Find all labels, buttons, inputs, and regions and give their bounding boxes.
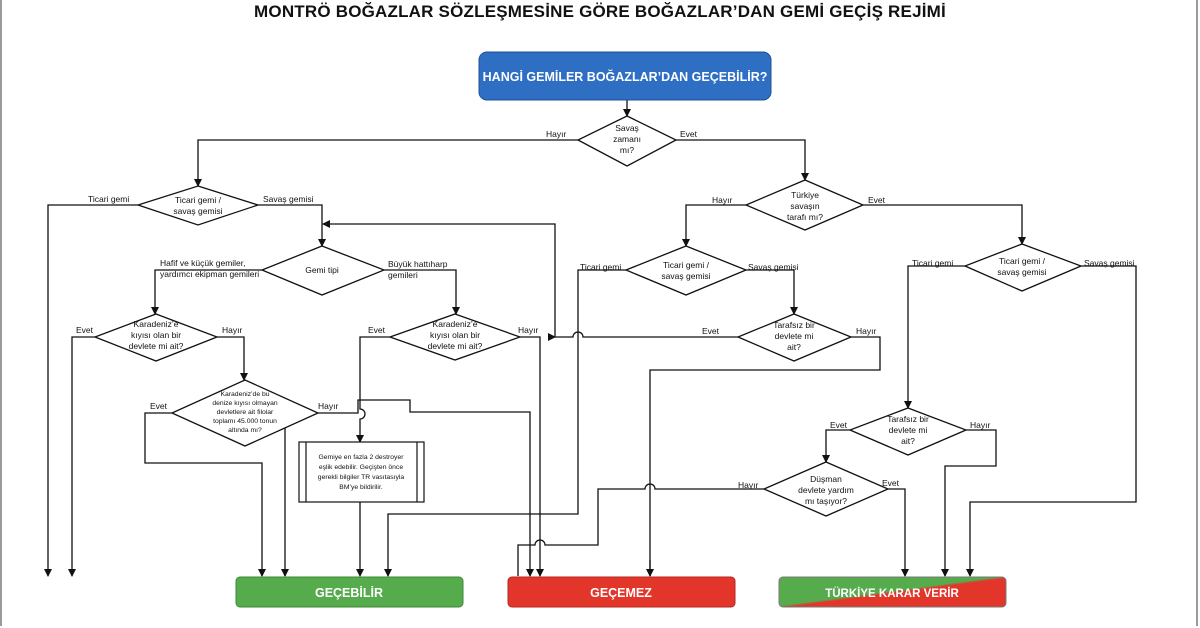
- label-light-ships-2: yardımcı ekipman gemileri: [160, 269, 259, 279]
- label-coastal-big-yes: Evet: [368, 325, 386, 335]
- enemy-help-line-3: mı taşıyor?: [805, 496, 847, 506]
- coastal-small-line-1: Karadeniz’e: [134, 319, 179, 329]
- label-mid-warship: Savaş gemisi: [748, 262, 799, 272]
- turkey-party-line-1: Türkiye: [791, 190, 819, 200]
- decision-mid-ship-type: Ticari gemi / savaş gemisi: [624, 245, 748, 296]
- decision-right-ship-type: Ticari gemi / savaş gemisi: [963, 243, 1083, 292]
- outcome-fail: GEÇEMEZ: [507, 576, 736, 608]
- label-tonnage-yes: Evet: [150, 401, 168, 411]
- label-neutral-2-no: Hayır: [970, 420, 990, 430]
- decision-turkey-party: Türkiye savaşın tarafı mı?: [744, 179, 865, 231]
- page-title: MONTRÖ BOĞAZLAR SÖZLEŞMESİNE GÖRE BOĞAZL…: [254, 2, 946, 21]
- label-turkey-no: Hayır: [712, 195, 732, 205]
- war-time-line-2: zamanı: [613, 134, 641, 144]
- connectors: [44, 100, 1137, 577]
- coastal-big-line-2: kıyısı olan bir: [430, 330, 480, 340]
- note-line-4: BM’ye bildirilir.: [339, 484, 383, 491]
- escort-note-box: Gemiye en fazla 2 destroyer eşlik edebil…: [298, 441, 425, 503]
- label-big-ships-2: gemileri: [388, 270, 418, 280]
- decision-enemy-help: Düşman devlete yardım mı taşıyor?: [762, 461, 890, 517]
- tonnage-line-1: Karadeniz’de bu: [220, 391, 269, 398]
- mid-ship-type-line-1: Ticari gemi /: [663, 260, 710, 270]
- neutral-1-line-3: ait?: [787, 342, 801, 352]
- label-tonnage-no: Hayır: [318, 401, 338, 411]
- coastal-big-line-3: devlete mi ait?: [428, 341, 483, 351]
- tonnage-line-3: devletlere ait filolar: [217, 409, 274, 416]
- label-enemy-no: Hayır: [738, 480, 758, 490]
- decision-left-ship-type: Ticari gemi / savaş gemisi: [135, 185, 261, 226]
- tonnage-line-4: toplamı 45.000 tonun: [213, 418, 277, 425]
- label-coastal-small-yes: Evet: [76, 325, 94, 335]
- outcome-pass: GEÇEBİLİR: [235, 576, 464, 608]
- start-text: HANGİ GEMİLER BOĞAZLAR’DAN GEÇEBİLİR?: [483, 69, 768, 84]
- ship-class-text: Gemi tipi: [305, 265, 339, 275]
- war-time-line-3: mı?: [620, 145, 634, 155]
- decision-ship-class: Gemi tipi: [260, 245, 386, 296]
- label-coastal-small-no: Hayır: [222, 325, 242, 335]
- label-enemy-yes: Evet: [882, 478, 900, 488]
- outcome-fail-text: GEÇEMEZ: [590, 586, 652, 600]
- tonnage-line-2: denize kıyısı olmayan: [212, 400, 278, 407]
- outcome-pass-text: GEÇEBİLİR: [315, 585, 383, 600]
- decision-coastal-big: Karadeniz’e kıyısı olan bir devlete mi a…: [388, 313, 522, 361]
- neutral-2-line-2: devlete mi: [889, 425, 928, 435]
- label-left-merchant: Ticari gemi: [88, 194, 129, 204]
- label-war-yes: Evet: [680, 129, 698, 139]
- right-ship-type-line-1: Ticari gemi /: [999, 256, 1046, 266]
- start-box: HANGİ GEMİLER BOĞAZLAR’DAN GEÇEBİLİR?: [478, 51, 772, 101]
- right-ship-type-line-2: savaş gemisi: [997, 267, 1046, 277]
- label-right-warship: Savaş gemisi: [1084, 258, 1135, 268]
- neutral-2-line-1: Tarafsız bir: [887, 414, 929, 424]
- edge-labels: Hayır Evet Ticari gemi Savaş gemisi Hayı…: [76, 129, 1135, 490]
- left-ship-type-line-1: Ticari gemi /: [175, 195, 222, 205]
- label-turkey-yes: Evet: [868, 195, 886, 205]
- enemy-help-line-2: devlete yardım: [798, 485, 854, 495]
- decision-coastal-small: Karadeniz’e kıyısı olan bir devlete mi a…: [93, 313, 219, 362]
- turkey-party-line-3: tarafı mı?: [787, 212, 823, 222]
- note-line-2: eşlik edebilir. Geçişten önce: [319, 464, 403, 471]
- outcome-decide-text: TÜRKİYE KARAR VERİR: [825, 587, 959, 600]
- label-light-ships-1: Hafif ve küçük gemiler,: [160, 258, 246, 268]
- coastal-big-line-1: Karadeniz’e: [433, 319, 478, 329]
- enemy-help-line-1: Düşman: [810, 474, 842, 484]
- label-war-no: Hayır: [546, 129, 566, 139]
- decision-tonnage: Karadeniz’de bu denize kıyısı olmayan de…: [170, 379, 320, 447]
- war-time-line-1: Savaş: [615, 123, 639, 133]
- coastal-small-line-3: devlete mi ait?: [129, 341, 184, 351]
- tonnage-line-5: altında mı?: [228, 427, 262, 434]
- decision-neutral-1: Tarafsız bir devlete mi ait?: [736, 313, 853, 362]
- left-ship-type-line-2: savaş gemisi: [173, 206, 222, 216]
- label-neutral-1-no: Hayır: [856, 326, 876, 336]
- label-big-ships-1: Büyük hattıharp: [388, 259, 448, 269]
- note-line-3: gerekli bilgiler TR vasıtasıyla: [318, 474, 405, 481]
- label-right-merchant: Ticari gemi: [912, 258, 953, 268]
- label-neutral-1-yes: Evet: [702, 326, 720, 336]
- turkey-party-line-2: savaşın: [790, 201, 820, 211]
- mid-ship-type-line-2: savaş gemisi: [661, 271, 710, 281]
- label-neutral-2-yes: Evet: [830, 420, 848, 430]
- neutral-1-line-1: Tarafsız bir: [773, 320, 815, 330]
- neutral-2-line-3: ait?: [901, 436, 915, 446]
- note-line-1: Gemiye en fazla 2 destroyer: [318, 454, 404, 461]
- outcome-decide: TÜRKİYE KARAR VERİR: [778, 576, 1007, 608]
- decision-neutral-2: Tarafsız bir devlete mi ait?: [848, 407, 968, 456]
- neutral-1-line-2: devlete mi: [775, 331, 814, 341]
- decision-war-time: Savaş zamanı mı?: [576, 115, 678, 167]
- label-left-warship: Savaş gemisi: [263, 194, 314, 204]
- label-coastal-big-no: Hayır: [518, 325, 538, 335]
- coastal-small-line-2: kıyısı olan bir: [131, 330, 181, 340]
- label-mid-merchant: Ticari gemi: [580, 262, 621, 272]
